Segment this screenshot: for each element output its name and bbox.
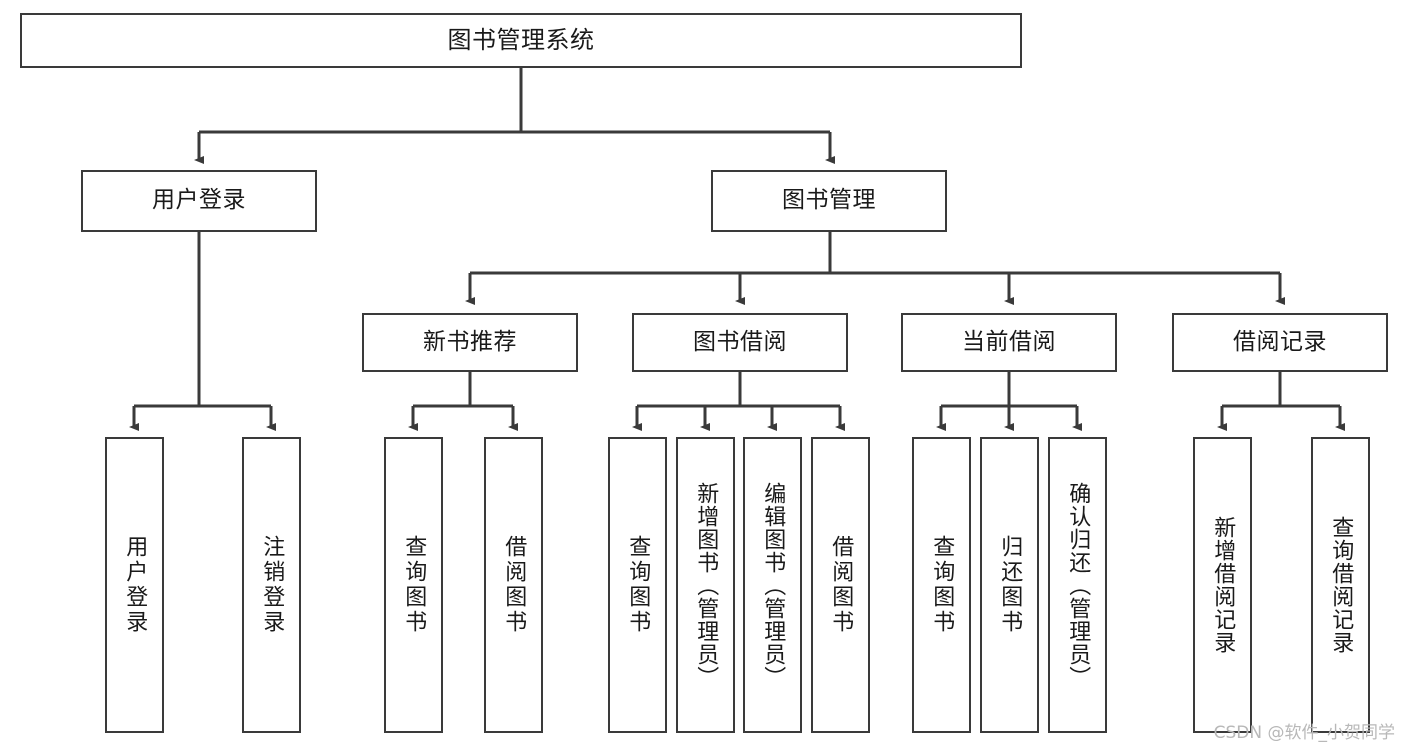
leaf-current-borrow-confirm-return-admin[interactable]: 确认归还（管理员） <box>1048 437 1107 733</box>
leaf-borrow-record-query-record[interactable]: 查询借阅记录 <box>1311 437 1370 733</box>
leaf-book-borrow-add-book-admin[interactable]: 新增图书（管理员） <box>676 437 735 733</box>
node-root-system[interactable]: 图书管理系统 <box>20 13 1022 68</box>
node-user-login[interactable]: 用户登录 <box>81 170 317 232</box>
node-label: 借阅图书 <box>828 535 854 635</box>
leaf-new-book-query-book[interactable]: 查询图书 <box>384 437 443 733</box>
node-borrow-record[interactable]: 借阅记录 <box>1172 313 1388 372</box>
node-new-book-recommend[interactable]: 新书推荐 <box>362 313 578 372</box>
node-label: 用户登录 <box>122 535 148 635</box>
node-label: 当前借阅 <box>962 328 1056 355</box>
leaf-current-borrow-return-book[interactable]: 归还图书 <box>980 437 1039 733</box>
node-book-management[interactable]: 图书管理 <box>711 170 947 232</box>
node-label: 借阅记录 <box>1233 328 1327 355</box>
node-label: 用户登录 <box>152 187 246 214</box>
leaf-current-borrow-query-book[interactable]: 查询图书 <box>912 437 971 733</box>
node-label: 查询图书 <box>401 535 427 635</box>
node-label: 图书管理系统 <box>447 26 595 55</box>
leaf-book-borrow-edit-book-admin[interactable]: 编辑图书（管理员） <box>743 437 802 733</box>
node-label: 查询图书 <box>625 535 651 635</box>
node-label: 新增借阅记录 <box>1210 516 1236 654</box>
node-label: 注销登录 <box>259 535 285 635</box>
node-current-borrow[interactable]: 当前借阅 <box>901 313 1117 372</box>
node-label: 新增图书（管理员） <box>693 481 719 689</box>
leaf-book-borrow-borrow-book[interactable]: 借阅图书 <box>811 437 870 733</box>
leaf-borrow-record-add-record[interactable]: 新增借阅记录 <box>1193 437 1252 733</box>
node-label: 查询图书 <box>929 535 955 635</box>
csdn-watermark: CSDN @软件_小贺同学 <box>1213 723 1395 743</box>
leaf-book-borrow-query-book[interactable]: 查询图书 <box>608 437 667 733</box>
node-label: 归还图书 <box>997 535 1023 635</box>
leaf-new-book-borrow-book[interactable]: 借阅图书 <box>484 437 543 733</box>
node-label: 查询借阅记录 <box>1328 516 1354 654</box>
leaf-user-login-logout[interactable]: 注销登录 <box>242 437 301 733</box>
node-label: 确认归还（管理员） <box>1065 481 1091 689</box>
node-book-borrow[interactable]: 图书借阅 <box>632 313 848 372</box>
leaf-user-login-login[interactable]: 用户登录 <box>105 437 164 733</box>
node-label: 图书管理 <box>782 187 876 214</box>
node-label: 图书借阅 <box>693 328 787 355</box>
node-label: 编辑图书（管理员） <box>760 481 786 689</box>
node-label: 新书推荐 <box>423 328 517 355</box>
node-label: 借阅图书 <box>501 535 527 635</box>
